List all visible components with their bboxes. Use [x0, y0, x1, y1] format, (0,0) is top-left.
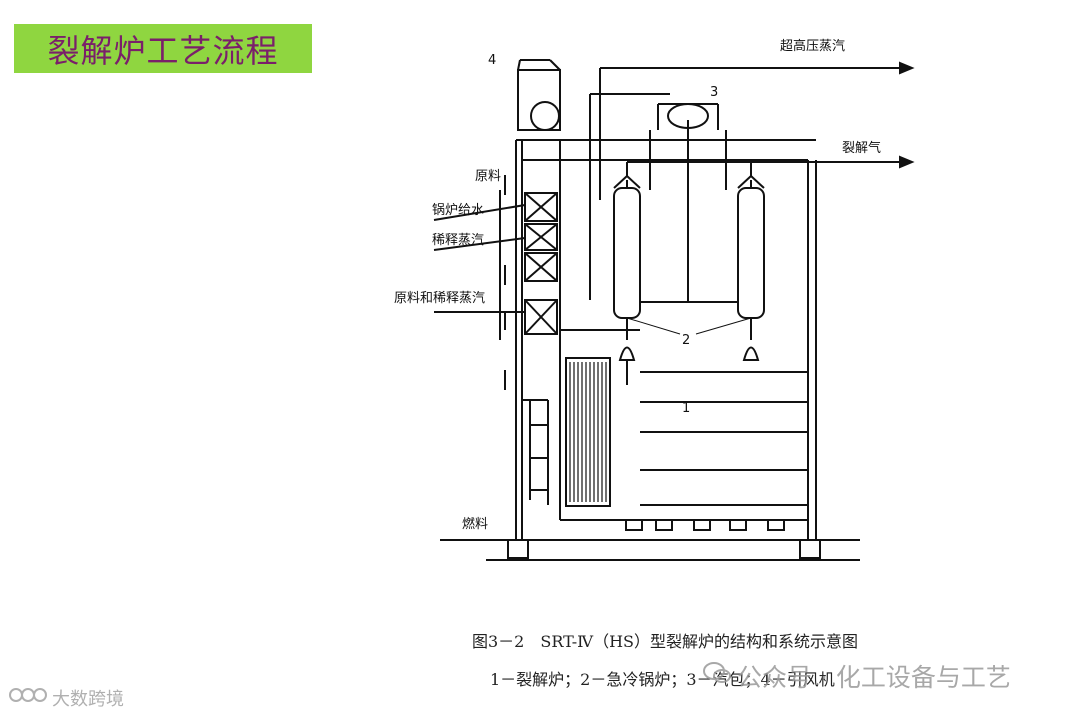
quench-boiler-1 [613, 187, 641, 319]
induced-draft-fan [517, 69, 561, 131]
watermark-right-text: 公众号 · 化工设备与工艺 [737, 663, 1011, 692]
quench-boiler-2 [737, 187, 765, 319]
radiant-coils [565, 357, 611, 507]
callout-2: 2 [682, 333, 690, 348]
wechat-icon [703, 661, 731, 691]
label-ultra-high-pressure-steam: 超高压蒸汽 [780, 38, 845, 54]
convection-coil-2 [524, 223, 558, 251]
watermark-left: 大数跨境 [8, 684, 124, 711]
callout-3: 3 [710, 85, 718, 100]
figure-legend: 1－裂解炉；2－急冷锅炉；3－汽包；4－引风机 [490, 670, 835, 689]
label-boiler-feed-water: 锅炉给水 [432, 202, 484, 218]
label-feed-and-dilution-steam: 原料和稀释蒸汽 [394, 291, 485, 306]
label-fuel: 燃料 [462, 516, 488, 532]
brand-logo-icon [8, 684, 48, 711]
label-cracked-gas: 裂解气 [842, 140, 881, 156]
watermark-right: 公众号 · 化工设备与工艺 [703, 658, 1011, 694]
convection-coil-4 [524, 299, 558, 335]
callout-1: 1 [682, 401, 690, 416]
label-feedstock: 原料 [475, 169, 501, 184]
figure-caption: 图3－2 SRT-Ⅳ（HS）型裂解炉的结构和系统示意图 [472, 632, 859, 651]
watermark-left-text: 大数跨境 [52, 688, 124, 710]
convection-coil-3 [524, 252, 558, 282]
convection-coil-1 [524, 192, 558, 222]
slide-title: 裂解炉工艺流程 [47, 31, 279, 70]
callout-4: 4 [488, 53, 496, 68]
title-banner: 裂解炉工艺流程 [14, 24, 312, 73]
label-dilution-steam: 稀释蒸汽 [432, 233, 484, 248]
